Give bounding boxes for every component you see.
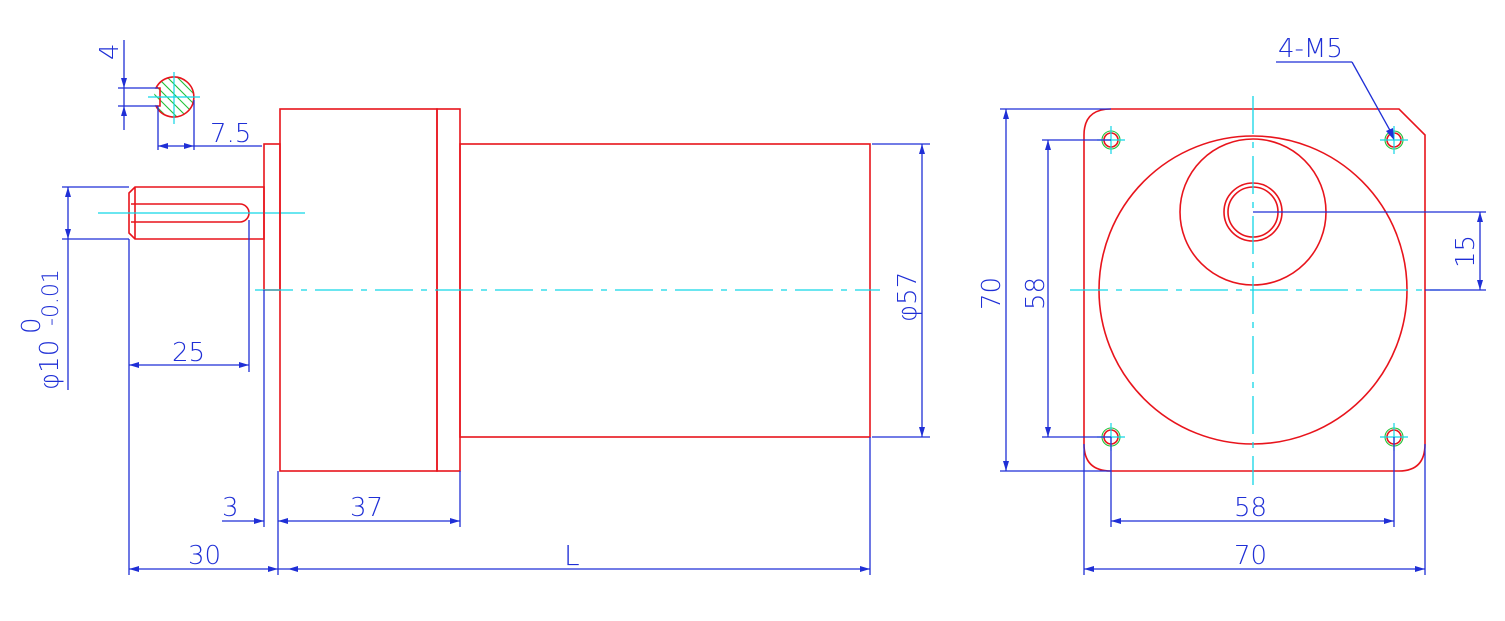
square-flange bbox=[1083, 108, 1426, 472]
holes-callout-leader bbox=[1276, 61, 1394, 140]
dim-text-holes-callout: 4-M5 bbox=[1278, 34, 1343, 64]
dim-text-key-depth: 7.5 bbox=[210, 119, 251, 149]
dim-bottom-chain bbox=[128, 239, 871, 575]
dim-text-motor-length: L bbox=[564, 539, 580, 572]
dim-hole-spacing-horizontal bbox=[1110, 437, 1395, 527]
dim-flange-width bbox=[1083, 444, 1426, 575]
front-view bbox=[1000, 61, 1486, 575]
dim-body-diameter bbox=[872, 143, 930, 438]
dim-text-hole-spacing-vertical: 58 bbox=[1021, 277, 1051, 310]
svg-text:φ10: φ10 bbox=[35, 340, 65, 390]
dim-text-shaft-length: 30 bbox=[188, 541, 221, 571]
dim-text-key-length: 25 bbox=[172, 338, 205, 368]
side-view: φ10 0 -0.01 bbox=[17, 40, 930, 575]
dim-text-body-diameter: φ57 bbox=[893, 272, 923, 322]
dim-text-key-width: 4 bbox=[95, 43, 125, 60]
dim-key-length bbox=[129, 220, 250, 372]
output-shaft bbox=[98, 186, 305, 240]
dim-shaft-offset bbox=[1253, 211, 1486, 291]
dim-text-shaft-offset: 15 bbox=[1451, 235, 1481, 268]
dim-text-hole-spacing-horizontal: 58 bbox=[1234, 493, 1267, 523]
shaft-diameter-base: φ10 bbox=[35, 340, 65, 390]
dim-text-flange-width: 70 bbox=[1234, 541, 1267, 571]
dim-hole-spacing-vertical bbox=[1042, 139, 1111, 438]
dim-text-gearbox-length: 37 bbox=[350, 493, 383, 523]
dim-shaft-diameter: φ10 0 -0.01 bbox=[17, 186, 129, 390]
dim-text-flange-thickness: 3 bbox=[222, 493, 239, 523]
dim-text-flange-height: 70 bbox=[977, 277, 1007, 310]
dim-flange-height bbox=[1000, 108, 1111, 472]
shaft-tol-lower: -0.01 bbox=[39, 269, 64, 326]
shaft-tol-upper: 0 bbox=[17, 317, 47, 334]
